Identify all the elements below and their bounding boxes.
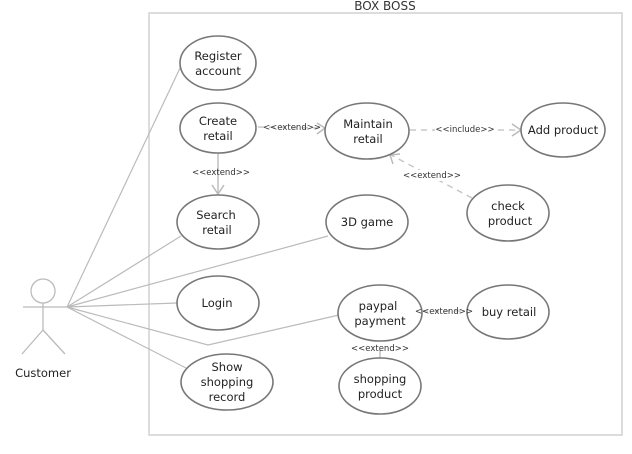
diagram-shape[interactable] bbox=[324, 102, 410, 160]
use-case-check-product[interactable]: check product bbox=[466, 184, 550, 242]
relation-label: <<extend>> bbox=[403, 171, 461, 181]
use-case-label[interactable]: 3D game bbox=[341, 215, 393, 229]
diagram-shape[interactable] bbox=[337, 284, 423, 342]
system-boundary bbox=[148, 12, 623, 436]
relation-label: <<extend>> bbox=[351, 344, 409, 354]
use-case-label[interactable]: shopping bbox=[201, 375, 254, 389]
arrowhead bbox=[211, 184, 225, 196]
actor-head[interactable] bbox=[30, 278, 56, 304]
use-case-label[interactable]: check bbox=[491, 199, 525, 213]
assoc-search bbox=[66, 235, 182, 308]
label-background bbox=[435, 123, 495, 134]
diagram-shape[interactable] bbox=[179, 102, 257, 154]
diagram-shape[interactable] bbox=[466, 184, 550, 242]
use-case-label[interactable]: payment bbox=[354, 314, 406, 328]
use-case-label[interactable]: shopping bbox=[354, 372, 407, 386]
use-case-label[interactable]: product bbox=[358, 387, 403, 401]
relation-label: <<include>> bbox=[435, 125, 494, 135]
label-background bbox=[402, 170, 462, 181]
use-case-login[interactable]: Login bbox=[176, 275, 260, 331]
use-case-3d-game[interactable]: 3D game bbox=[325, 194, 409, 250]
assoc-paypal bbox=[66, 306, 340, 346]
assoc-login bbox=[66, 302, 178, 308]
associations bbox=[66, 65, 340, 369]
assoc-show-record bbox=[66, 306, 187, 369]
actor-label: Customer bbox=[15, 366, 71, 380]
arrowhead bbox=[388, 153, 401, 165]
use-case-search-retail[interactable]: Search retail bbox=[176, 194, 260, 250]
diagram-shape[interactable] bbox=[520, 102, 606, 158]
use-case-label[interactable]: record bbox=[209, 390, 246, 404]
use-case-label[interactable]: Show bbox=[211, 360, 242, 374]
diagram-shape[interactable] bbox=[21, 329, 44, 355]
use-case-label[interactable]: Create bbox=[199, 114, 237, 128]
use-case-label[interactable]: Login bbox=[201, 296, 232, 310]
use-case-label[interactable]: paypal bbox=[359, 299, 398, 313]
diagram-shape[interactable] bbox=[466, 284, 550, 340]
relation-label: <<extend>> bbox=[415, 307, 473, 317]
diagram-shape[interactable] bbox=[325, 194, 409, 250]
actor-customer[interactable] bbox=[21, 278, 67, 355]
system-title: BOX BOSS bbox=[354, 0, 415, 13]
relation-labels: <<extend>> <<extend>> <<include>> <<exte… bbox=[192, 123, 495, 354]
extend-create-maintain bbox=[257, 126, 325, 129]
use-case-label[interactable]: buy retail bbox=[482, 305, 537, 319]
use-case-register-account[interactable]: Register account bbox=[179, 35, 257, 91]
assoc-register bbox=[66, 65, 182, 308]
relation-label: <<extend>> bbox=[263, 123, 321, 133]
use-case-create-retail[interactable]: Create retail bbox=[179, 102, 257, 154]
diagram-shape[interactable] bbox=[176, 275, 260, 331]
use-case-show-shopping-record[interactable]: Show shopping record bbox=[180, 353, 274, 411]
diagram-shape[interactable] bbox=[180, 353, 274, 411]
use-case-label[interactable]: Add product bbox=[528, 123, 599, 137]
use-case-label[interactable]: retail bbox=[353, 132, 383, 146]
use-case-buy-retail[interactable]: buy retail bbox=[466, 284, 550, 340]
relation-label: <<extend>> bbox=[192, 168, 250, 178]
assoc-3d-game bbox=[66, 235, 329, 308]
diagram-shape[interactable] bbox=[338, 357, 422, 415]
use-case-label[interactable]: retail bbox=[202, 223, 232, 237]
use-case-label[interactable]: Register bbox=[194, 49, 242, 63]
use-case-maintain-retail[interactable]: Maintain retail bbox=[324, 102, 410, 160]
diagram-shape[interactable] bbox=[42, 329, 66, 355]
use-case-label[interactable]: product bbox=[488, 214, 533, 228]
use-case-add-product[interactable]: Add product bbox=[520, 102, 606, 158]
use-case-label[interactable]: Maintain bbox=[343, 117, 393, 131]
use-case-label[interactable]: Search bbox=[196, 208, 236, 222]
diagram-shape[interactable] bbox=[176, 194, 260, 250]
use-case-label[interactable]: retail bbox=[203, 129, 233, 143]
use-case-label[interactable]: account bbox=[195, 64, 241, 78]
use-case-shopping-product[interactable]: shopping product bbox=[338, 357, 422, 415]
use-case-paypal-payment[interactable]: paypal payment bbox=[337, 284, 423, 342]
diagram-shape[interactable] bbox=[179, 35, 257, 91]
